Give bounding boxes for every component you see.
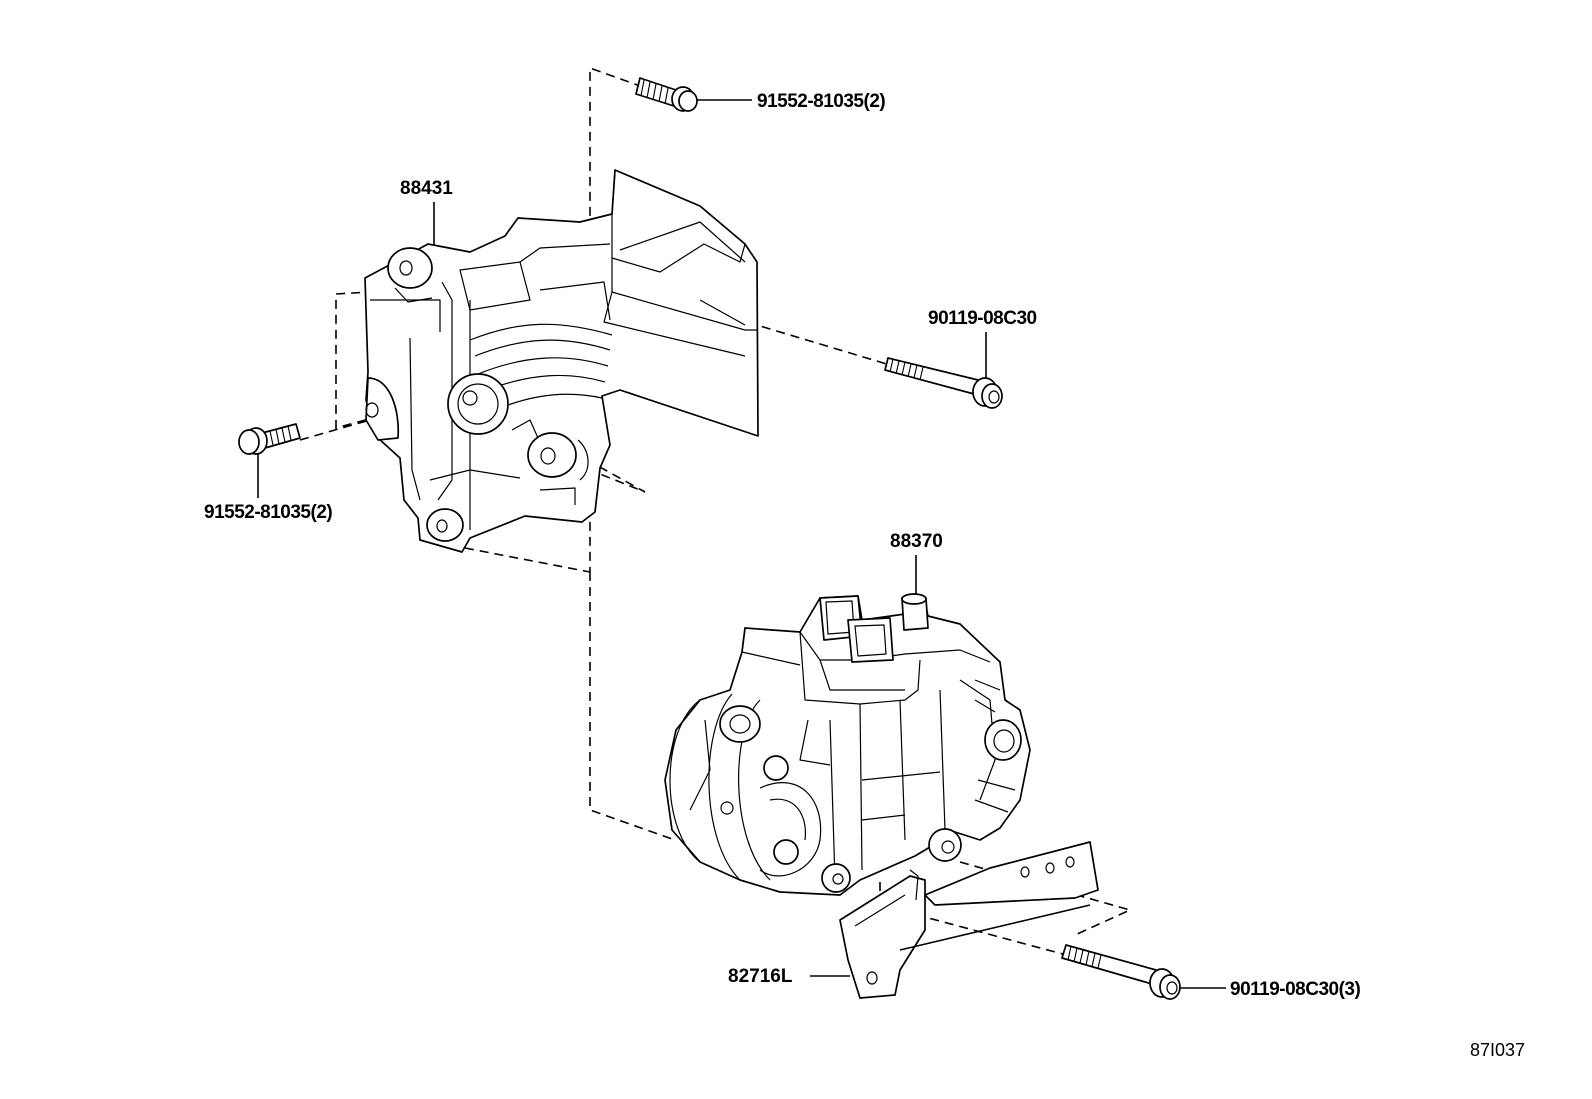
flange-bolt-left[interactable] (238, 423, 301, 455)
label-bolt-right: 90119-08C30 (928, 308, 1037, 329)
label-compressor: 88370 (890, 531, 943, 552)
lower-bracket[interactable] (839, 841, 1099, 999)
label-bracket: 88431 (400, 178, 453, 199)
ac-compressor[interactable] (664, 593, 1031, 896)
stud-bolt-right[interactable] (884, 357, 1003, 409)
label-bolt-top: 91552-81035(2) (757, 91, 885, 112)
label-lower-bracket: 82716L (728, 966, 793, 987)
compressor-bracket[interactable] (364, 169, 759, 553)
label-bolt-left: 91552-81035(2) (204, 502, 332, 523)
flange-bolt-top[interactable] (635, 77, 698, 112)
reference-code: 87I037 (1470, 1040, 1525, 1060)
label-bolt-bottom: 90119-08C30(3) (1230, 979, 1360, 1000)
stud-bolt-bottom[interactable] (1061, 944, 1181, 1000)
